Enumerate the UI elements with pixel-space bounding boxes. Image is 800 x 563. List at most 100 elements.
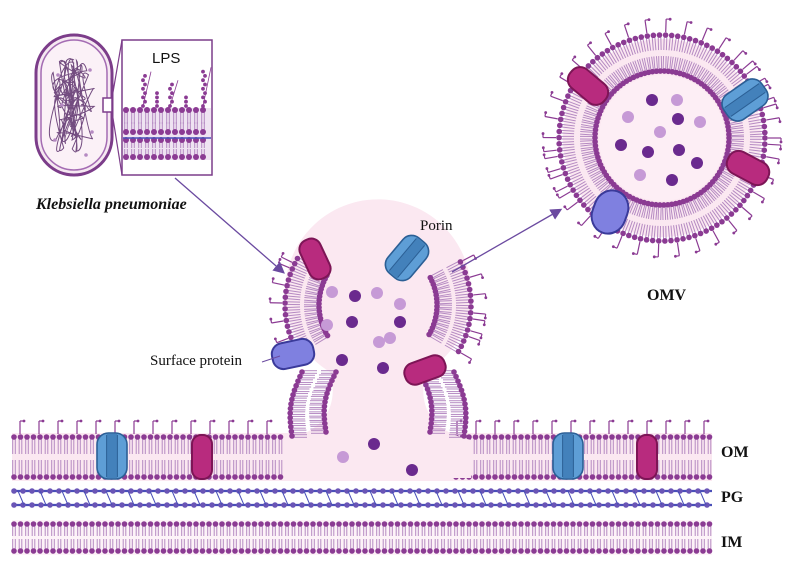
lipid-head bbox=[518, 474, 524, 480]
lipid-head bbox=[179, 129, 185, 135]
lipid-head bbox=[130, 129, 136, 135]
lipid-head bbox=[245, 474, 251, 480]
lipid-head bbox=[654, 548, 661, 554]
lipid-head bbox=[289, 266, 296, 272]
lipid-head bbox=[388, 548, 394, 554]
lipid-tail bbox=[291, 332, 306, 340]
cargo-light bbox=[371, 287, 383, 299]
lipid-tail bbox=[449, 267, 464, 275]
lipid-tail bbox=[561, 156, 577, 162]
lipid-head bbox=[741, 197, 747, 204]
cargo-dark bbox=[672, 113, 684, 125]
lipid-head bbox=[290, 521, 297, 527]
lipid-head bbox=[583, 474, 589, 480]
lipid-tail bbox=[655, 56, 659, 72]
pg-bead bbox=[326, 488, 332, 494]
lipid-tail bbox=[738, 181, 752, 190]
lipid-tail bbox=[714, 55, 724, 68]
lps-sugar bbox=[250, 419, 254, 423]
lipid-head bbox=[355, 548, 362, 554]
lps-sugar bbox=[269, 419, 273, 423]
lipid-head bbox=[680, 548, 687, 554]
lipid-tail bbox=[455, 309, 471, 312]
porin-bud bbox=[384, 234, 430, 282]
pg-bead bbox=[551, 488, 557, 494]
lipid-head bbox=[144, 129, 150, 135]
lipid-tail bbox=[624, 41, 631, 56]
lipid-tail bbox=[632, 61, 639, 76]
lipid-tail bbox=[285, 313, 301, 317]
lps-bead bbox=[155, 104, 159, 108]
lipid-head bbox=[700, 548, 706, 554]
lipid-head bbox=[693, 434, 700, 440]
pg-crosslink bbox=[677, 490, 685, 506]
lipid-head bbox=[531, 548, 537, 554]
pg-bead bbox=[461, 488, 467, 494]
lps-sugar bbox=[477, 342, 481, 346]
lipid-tail bbox=[708, 185, 721, 197]
lipid-head bbox=[479, 521, 485, 527]
lipid-head bbox=[43, 434, 50, 440]
lipid-tail bbox=[589, 169, 604, 177]
lipid-tail bbox=[433, 279, 448, 287]
lipid-tail bbox=[569, 91, 584, 100]
pg-bead bbox=[407, 488, 413, 494]
lipid-tail bbox=[455, 293, 471, 297]
lipid-head bbox=[733, 207, 739, 213]
lipid-head bbox=[680, 434, 687, 440]
lipid-head bbox=[428, 399, 434, 405]
lipid-tail bbox=[727, 122, 743, 126]
lps-sugar bbox=[278, 258, 282, 261]
porin-strand bbox=[730, 91, 766, 117]
porin-om-right bbox=[552, 432, 584, 480]
transmembrane-protein-om-left bbox=[191, 434, 213, 480]
lipid-tail bbox=[713, 208, 724, 222]
pg-crosslink bbox=[303, 490, 311, 506]
lipid-head bbox=[461, 428, 468, 435]
lps-chain bbox=[470, 330, 483, 335]
lps-chain bbox=[559, 191, 571, 199]
lipid-tail bbox=[710, 51, 720, 65]
lipid-head bbox=[258, 474, 264, 480]
lipid-head bbox=[654, 521, 661, 527]
lipid-tail bbox=[287, 323, 303, 328]
lipid-head bbox=[24, 521, 30, 527]
lps-sugar bbox=[779, 147, 782, 151]
lipid-tail bbox=[430, 271, 445, 280]
lps-bead bbox=[168, 95, 172, 100]
lipid-head bbox=[485, 434, 492, 440]
lipid-head bbox=[479, 474, 485, 480]
lipid-tail bbox=[636, 201, 643, 217]
lipid-head bbox=[762, 129, 768, 136]
lipid-head bbox=[637, 235, 644, 242]
lipid-head bbox=[511, 521, 518, 527]
lipid-tail bbox=[622, 42, 629, 57]
lipid-tail bbox=[581, 121, 597, 126]
lipid-head bbox=[147, 548, 154, 554]
lipid-head bbox=[414, 548, 420, 554]
lps-sugar bbox=[652, 255, 656, 259]
lipid-head bbox=[719, 51, 726, 58]
lipid-head bbox=[310, 548, 316, 554]
lipid-head bbox=[76, 521, 82, 527]
inner-membrane bbox=[11, 520, 713, 555]
lipid-head bbox=[592, 138, 598, 145]
pg-bead bbox=[668, 502, 674, 508]
lipid-head bbox=[602, 548, 609, 554]
pg-bead bbox=[29, 488, 35, 494]
lps-sugar bbox=[647, 18, 651, 22]
pg-bead bbox=[290, 488, 296, 494]
pg-crosslink bbox=[127, 490, 135, 506]
pg-bead bbox=[398, 488, 404, 494]
lipid-head bbox=[615, 548, 622, 554]
lipid-head bbox=[511, 548, 518, 554]
lipid-tail bbox=[585, 161, 600, 169]
lipid-head bbox=[342, 521, 349, 527]
pg-bead bbox=[515, 502, 521, 508]
lipid-tail bbox=[434, 284, 450, 290]
lipid-head bbox=[693, 548, 700, 554]
lipid-tail bbox=[559, 126, 575, 130]
lipid-head bbox=[680, 521, 687, 527]
lipid-tail bbox=[619, 67, 629, 81]
lipid-head bbox=[537, 521, 544, 527]
